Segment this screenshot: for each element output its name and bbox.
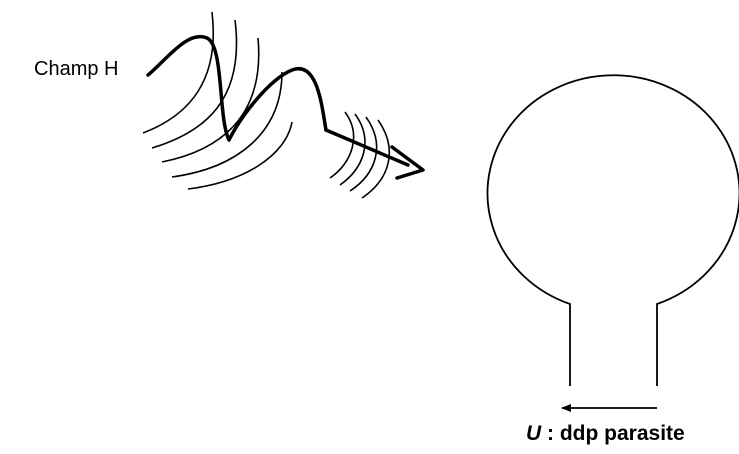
field-label: Champ H: [34, 58, 118, 81]
voltage-caption: U : ddp parasite: [526, 422, 685, 446]
propagation-arrow: [326, 130, 423, 178]
wavefront-arc: [188, 122, 292, 189]
wavefront-arcs: [143, 12, 292, 189]
wavefront-arc: [162, 38, 259, 162]
conductor-loop: [488, 75, 739, 386]
voltage-symbol: U: [526, 422, 541, 445]
wavefront-arc: [143, 12, 213, 133]
voltage-description: : ddp parasite: [541, 422, 685, 445]
wavefront-arc: [330, 112, 354, 178]
